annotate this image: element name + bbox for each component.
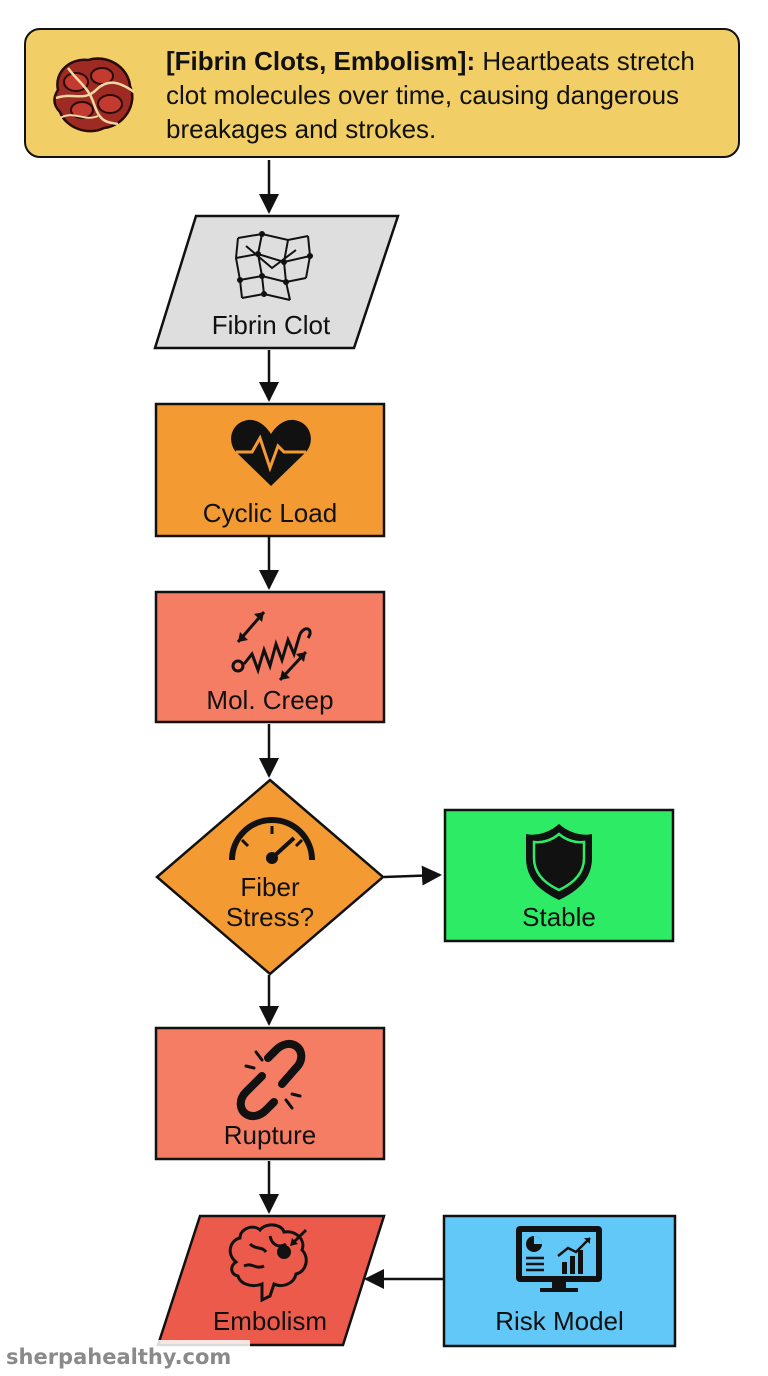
header-body: Heartbeats stretch clot molecules over t…	[166, 46, 695, 144]
node-rupture	[154, 1026, 386, 1161]
label-fiber-stress-line1: Fiber	[240, 872, 300, 902]
header-title: [Fibrin Clots, Embolism]:	[166, 46, 476, 76]
header-box: [Fibrin Clots, Embolism]: Heartbeats str…	[24, 28, 740, 158]
heartbeat-icon	[231, 419, 311, 486]
label-stable: Stable	[522, 902, 596, 932]
brain-icon	[228, 1223, 308, 1303]
monitor-chart-icon	[516, 1226, 602, 1292]
broken-link-icon	[236, 1039, 306, 1121]
header-description: [Fibrin Clots, Embolism]: Heartbeats str…	[166, 44, 726, 146]
label-fibrin-clot: Fibrin Clot	[211, 310, 331, 340]
fibrin-mesh-icon	[234, 232, 312, 301]
arrow-stress-to-stable	[383, 865, 442, 886]
label-rupture: Rupture	[223, 1120, 317, 1150]
label-embolism: Embolism	[212, 1306, 328, 1336]
node-mol-creep	[154, 590, 386, 724]
label-risk-model: Risk Model	[495, 1306, 624, 1336]
blood-clot-icon	[53, 57, 135, 133]
label-mol-creep: Mol. Creep	[206, 685, 334, 715]
label-fiber-stress-line2: Stress?	[225, 902, 315, 932]
label-cyclic-load: Cyclic Load	[202, 498, 338, 528]
node-embolism	[156, 1214, 386, 1347]
node-fiber-stress	[155, 778, 385, 976]
gauge-icon	[229, 817, 315, 864]
watermark: sherpahealthy.com	[0, 1340, 250, 1374]
node-fibrin-clot	[153, 214, 400, 350]
